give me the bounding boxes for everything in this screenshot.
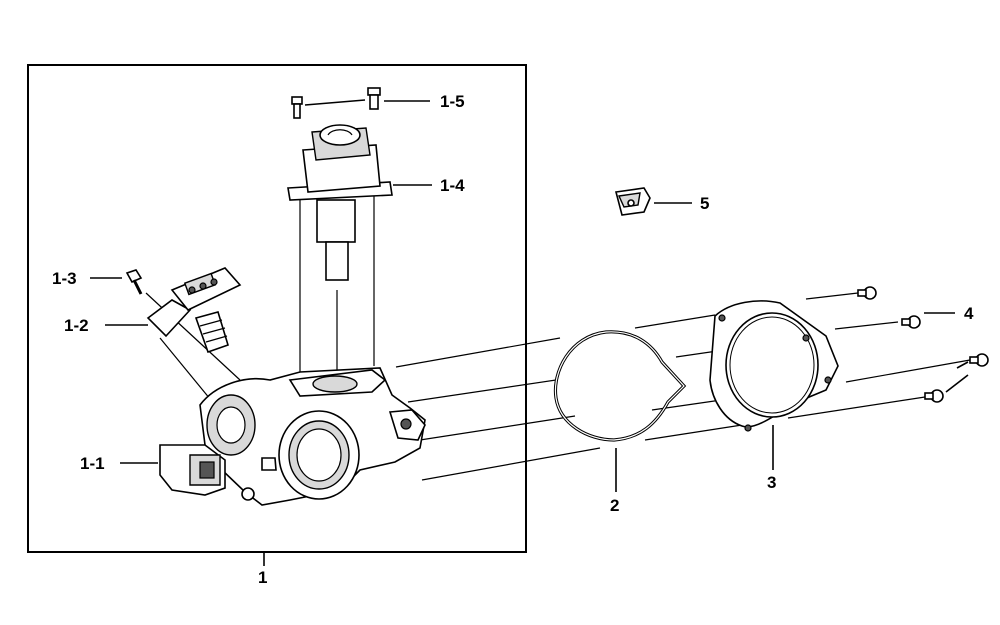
part-1-3-screw [125,269,143,295]
part-1-4-actuator [287,124,393,281]
throttle-body-part [199,367,426,506]
label-1-1: 1-1 [80,454,105,473]
leader-lines [90,99,969,492]
part-4-bolts [857,286,989,403]
assembly-frame [27,64,527,553]
label-1-3: 1-3 [52,269,77,288]
label-3: 3 [767,473,776,492]
label-1-4: 1-4 [440,176,465,195]
label-1-2: 1-2 [64,316,89,335]
part-5-clip [614,187,651,216]
part-2-gasket [553,330,687,442]
label-4: 4 [964,304,974,323]
part-1-5-screws [291,87,381,119]
part-1-1-connector [159,444,226,496]
label-2: 2 [610,496,619,515]
label-5: 5 [700,194,709,213]
label-1-5: 1-5 [440,92,465,111]
label-1: 1 [258,568,267,587]
part-3-plate [709,300,839,432]
part-1-2-sensor [146,267,242,354]
